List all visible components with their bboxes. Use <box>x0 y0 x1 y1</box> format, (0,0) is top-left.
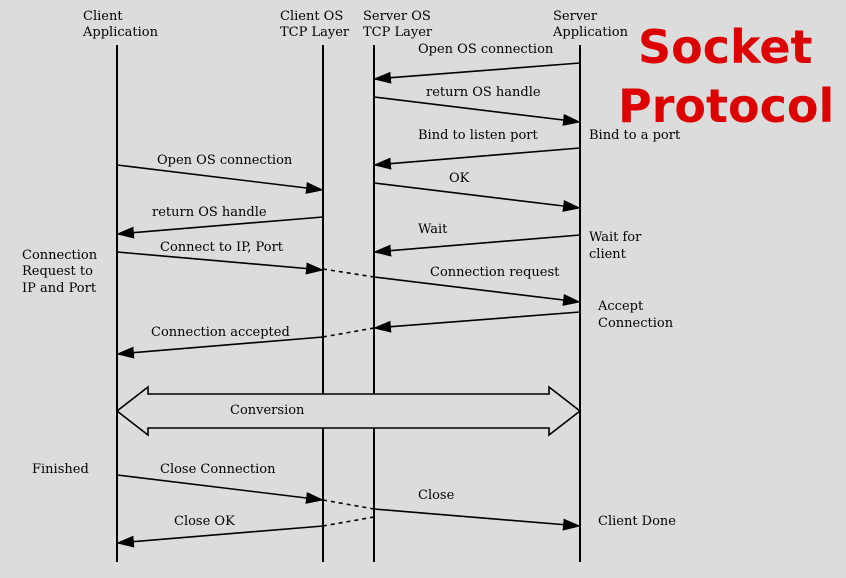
arrow-conn-request <box>373 276 581 306</box>
label-conversion: Conversion <box>230 403 305 418</box>
arrow-connect <box>116 251 324 275</box>
conversion-double-arrow <box>115 385 582 437</box>
note-wait-for-1: Wait for <box>589 230 642 245</box>
note-client-done: Client Done <box>598 514 676 529</box>
lane-server-app-line2: Application <box>552 25 629 40</box>
lane-client-app-line2: Application <box>82 25 159 40</box>
arrow-bind-listen <box>373 147 581 170</box>
lane-client-os-line2: TCP Layer <box>280 25 350 40</box>
label-ok: OK <box>449 171 470 186</box>
label-return-server: return OS handle <box>426 85 541 100</box>
arrow-wait <box>373 234 581 257</box>
note-bind-port: Bind to a port <box>589 128 681 143</box>
dash-connect-network <box>322 268 375 278</box>
dash-close-ok-network <box>322 516 375 527</box>
label-wait: Wait <box>418 222 448 237</box>
label-conn-request: Connection request <box>430 265 560 280</box>
arrow-close-conn <box>116 474 324 504</box>
label-close: Close <box>418 488 455 503</box>
note-accept-2: Connection <box>598 316 674 331</box>
label-open-server: Open OS connection <box>418 42 554 57</box>
note-finished: Finished <box>32 462 89 477</box>
arrow-return-client <box>116 216 324 239</box>
arrow-accept <box>373 311 581 333</box>
note-wait-for-2: client <box>589 247 627 262</box>
arrow-conn-accepted <box>116 336 324 359</box>
lane-server-os-line1: Server OS <box>363 9 431 24</box>
note-conn-req-3: IP and Port <box>22 281 97 296</box>
label-bind-listen: Bind to listen port <box>418 128 538 143</box>
lane-server-app-line1: Server <box>553 9 598 24</box>
dash-accept-network <box>322 327 375 338</box>
lane-client-os-line1: Client OS <box>280 9 343 24</box>
diagram-title-line2: Protocol <box>618 79 834 133</box>
dash-close-network <box>322 499 375 510</box>
arrow-close-ok <box>116 525 324 548</box>
label-close-ok: Close OK <box>174 514 235 529</box>
arrow-ok <box>373 182 581 212</box>
note-conn-req-2: Request to <box>22 264 93 279</box>
note-conn-req-1: Connection <box>22 248 98 263</box>
label-return-client: return OS handle <box>152 205 267 220</box>
arrow-return-server <box>373 96 581 126</box>
arrow-open-client <box>116 164 324 194</box>
note-accept-1: Accept <box>597 299 644 314</box>
lane-server-os-line2: TCP Layer <box>363 25 433 40</box>
label-open-client: Open OS connection <box>157 153 293 168</box>
label-close-conn: Close Connection <box>160 462 276 477</box>
label-connect: Connect to IP, Port <box>160 240 284 255</box>
label-conn-accepted: Connection accepted <box>151 325 290 340</box>
arrow-open-server <box>373 62 581 84</box>
lane-client-app-line1: Client <box>83 9 123 24</box>
arrow-close <box>373 508 581 531</box>
diagram-title-line1: Socket <box>638 20 813 74</box>
